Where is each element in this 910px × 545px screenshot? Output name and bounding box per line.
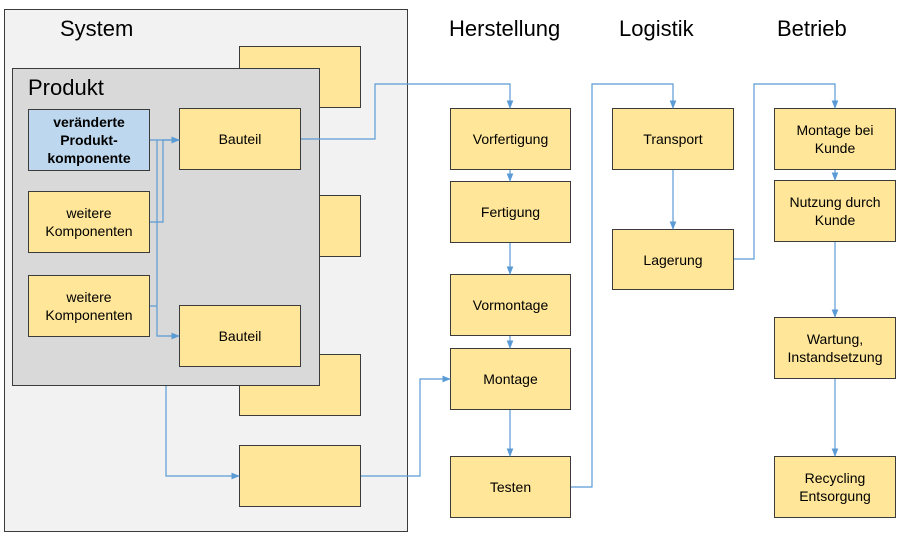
logistik-label-1: Transport: [643, 131, 703, 147]
betrieb-label-1: Montage bei Kunde: [796, 122, 874, 156]
betrieb-step-1: Montage bei Kunde: [774, 108, 896, 170]
betrieb-label-4: Recycling Entsorgung: [799, 470, 871, 504]
connector-bauteil-to-vorfertigung: [301, 83, 514, 140]
herstellung-label-2: Fertigung: [480, 204, 541, 220]
betrieb-step-2: Nutzung durch Kunde: [774, 180, 896, 242]
bauteil-label-top: Bauteil: [218, 131, 262, 147]
herstellung-step-1: Vorfertigung: [450, 108, 571, 170]
bauteil-box-top: Bauteil: [179, 108, 301, 170]
herstellung-step-2: Fertigung: [450, 181, 571, 243]
changed-component-box: veränderte Produkt- komponente: [28, 109, 150, 171]
heading-system: System: [60, 16, 134, 41]
further-components-label-2: weitere Komponenten: [45, 289, 133, 323]
heading-produkt: Produkt: [28, 75, 104, 100]
betrieb-step-3: Wartung, Instandsetzung: [774, 317, 896, 379]
betrieb-step-4: Recycling Entsorgung: [774, 456, 896, 518]
betrieb-label-3: Wartung, Instandsetzung: [787, 331, 883, 365]
logistik-step-2: Lagerung: [612, 229, 734, 290]
further-components-label-1: weitere Komponenten: [45, 205, 133, 239]
connector-system-to-box4: [165, 386, 240, 480]
herstellung-step-4: Montage: [450, 348, 571, 410]
herstellung-step-3: Vormontage: [450, 274, 571, 336]
herstellung-label-3: Vormontage: [472, 297, 549, 313]
connector-testen-to-transport: [571, 83, 677, 488]
logistik-label-2: Lagerung: [643, 251, 703, 268]
connector-further-vertical: [156, 140, 180, 340]
bauteil-label-bottom: Bauteil: [218, 328, 262, 344]
herstellung-step-5: Testen: [450, 456, 571, 518]
logistik-step-1: Transport: [612, 108, 734, 170]
betrieb-label-2: Nutzung durch Kunde: [789, 194, 881, 228]
connector-lagerung-to-betrieb: [734, 83, 839, 260]
connector-further1-to-bauteil: [150, 136, 180, 223]
herstellung-label-5: Testen: [489, 479, 532, 495]
heading-herstellung: Herstellung: [449, 16, 561, 41]
further-components-box-1: weitere Komponenten: [28, 191, 150, 253]
herstellung-label-1: Vorfertigung: [472, 131, 549, 147]
heading-betrieb: Betrieb: [777, 16, 847, 41]
herstellung-label-4: Montage: [483, 371, 538, 387]
connector-box4-to-montage: [361, 375, 451, 477]
bauteil-box-bottom: Bauteil: [179, 305, 301, 367]
heading-logistik: Logistik: [619, 16, 694, 41]
changed-component-label: veränderte Produkt- komponente: [47, 114, 131, 166]
further-components-box-2: weitere Komponenten: [28, 275, 150, 337]
